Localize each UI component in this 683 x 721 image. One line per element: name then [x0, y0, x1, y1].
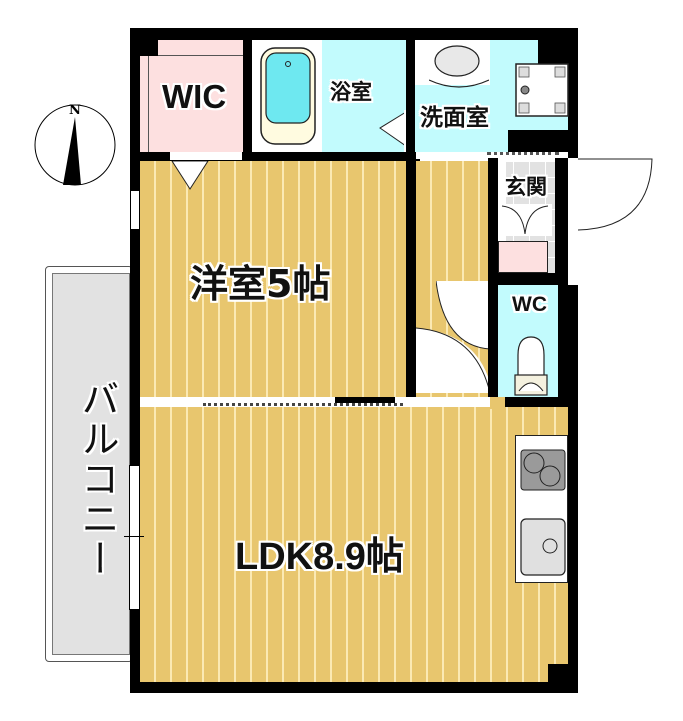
wc-door-swing-icon [436, 281, 490, 350]
room-entrance: 玄関 [498, 161, 555, 273]
room-wic: WIC [140, 40, 243, 152]
corridor [416, 161, 490, 401]
north-compass: N [33, 103, 117, 187]
washing-machine-icon [515, 63, 569, 117]
compass-north-label: N [69, 103, 81, 118]
room-washroom: 洗面室 [415, 40, 569, 152]
wall-toilet-right [558, 285, 578, 405]
shoe-cabinet-door-icon [500, 204, 552, 236]
wall-ldk-bottom-right [548, 664, 578, 693]
outer-wall-bottom [130, 682, 578, 693]
room-ldk: LDK8.9帖 [140, 407, 568, 682]
room-western: 洋室5帖 [140, 161, 406, 397]
wall-entrance-bottom [488, 273, 568, 285]
balcony-label: バルコニー [75, 379, 119, 579]
wall-top-row-bottom [130, 152, 420, 161]
western-window [130, 190, 140, 230]
wall-western-right [406, 152, 416, 404]
ldk-top-right-fill [490, 397, 505, 409]
compass-icon [34, 104, 116, 186]
outer-wall-top [130, 28, 578, 40]
balcony-window [124, 465, 144, 610]
entrance-door-icon [578, 158, 653, 231]
kitchen-counter [515, 435, 568, 583]
outer-wall-right-lower [568, 395, 578, 693]
stove-icon [520, 449, 566, 491]
bath-door-icon [379, 110, 408, 152]
outer-wall-right-upper [568, 28, 578, 158]
entrance-label: 玄関 [505, 175, 547, 199]
wall-wic-bath [243, 28, 252, 160]
balcony: バルコニー [45, 266, 133, 662]
toilet-icon [514, 336, 548, 396]
wall-bath-wash [406, 28, 415, 156]
door-swing-icon [416, 327, 490, 393]
toilet-label: WC [512, 293, 547, 316]
wic-door-gap [170, 152, 242, 160]
ldk-label: LDK8.9帖 [235, 536, 404, 578]
washroom-label: 洗面室 [420, 105, 489, 131]
room-bath: 浴室 [252, 40, 408, 152]
wic-label: WIC [162, 78, 227, 115]
sliding-door-partition [140, 397, 490, 407]
bathtub-icon [260, 47, 316, 145]
shoe-cabinet [498, 241, 548, 273]
bath-label: 浴室 [330, 80, 372, 104]
outer-wall-left [130, 28, 140, 693]
room-toilet: WC [498, 285, 560, 397]
sink-icon [520, 518, 566, 576]
wic-door-icon [171, 161, 209, 190]
western-room-label: 洋室5帖 [190, 262, 331, 306]
washbasin-icon [429, 45, 489, 88]
